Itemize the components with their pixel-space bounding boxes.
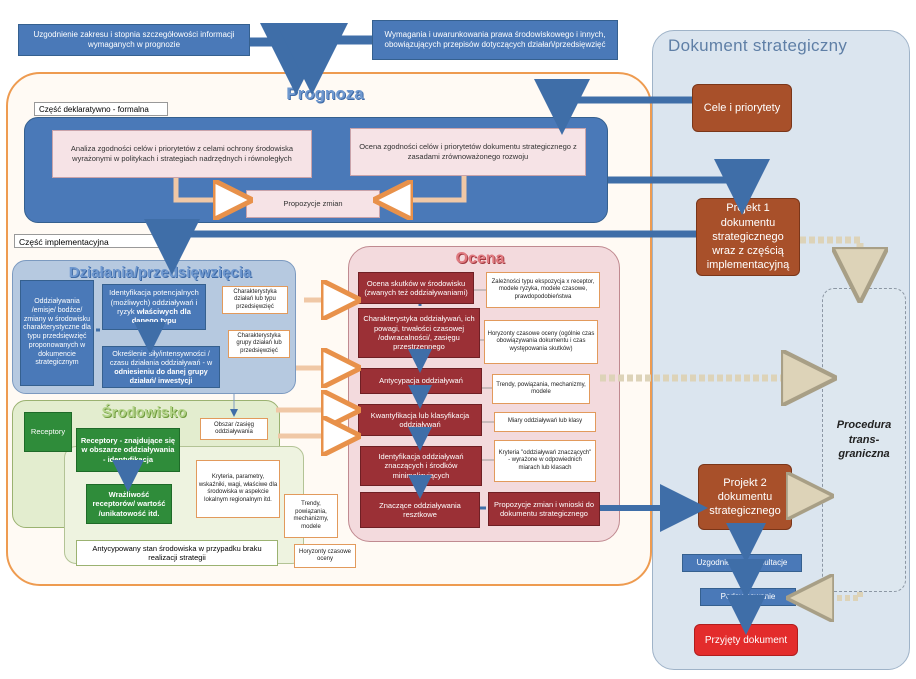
identyfikacja-bold: właściwych dla danego typu bbox=[131, 307, 191, 326]
dokument-strategiczny-title: Dokument strategiczny bbox=[668, 36, 848, 55]
note-horyzonty-2: Horyzonty czasowe oceny (ogólnie czas ob… bbox=[484, 320, 598, 364]
receptory-label-box: Receptory bbox=[24, 412, 72, 452]
note-trendy-2: Trendy, powiązania, mechanizmy, modele bbox=[492, 374, 590, 404]
note-charakterystyka-dzialan: Charakterystyka działań lub typu przedsi… bbox=[222, 286, 288, 314]
identyfikacja-potencjalnych-box: Identyfikacja potencjalnych (możliwych) … bbox=[102, 284, 206, 330]
propozycje-zmian-box: Propozycje zmian bbox=[246, 190, 380, 218]
antycypowany-stan-box: Antycypowany stan środowiska w przypadku… bbox=[76, 540, 278, 566]
receptory-box: Receptory - znajdujące się w obszarze od… bbox=[76, 428, 180, 472]
oddzialywania-emisje-box: Oddziaływania /emisje/ bodźce/ zmiany w … bbox=[20, 280, 94, 386]
procedura-transgraniczna-box: Procedura trans-graniczna bbox=[822, 288, 906, 592]
analiza-zgodnosci-box: Analiza zgodności celów i priorytetów z … bbox=[52, 130, 312, 178]
note-charakterystyka-grupy: Charakterystyka grupy działań lub przeds… bbox=[228, 330, 290, 358]
note-trendy-1: Trendy, powiązania, mechanizmy, modele bbox=[284, 494, 338, 538]
note-horyzonty-1: Horyzonty czasowe oceny bbox=[294, 544, 356, 568]
przyjety-dokument-box: Przyjęty dokument bbox=[694, 624, 798, 656]
uzgodnienie-zakresu-box: Uzgodnienie zakresu i stopnia szczegółow… bbox=[18, 24, 250, 56]
wymagania-prawa-box: Wymagania i uwarunkowania prawa środowis… bbox=[372, 20, 618, 60]
cele-priorytety-box: Cele i priorytety bbox=[692, 84, 792, 132]
receptory-normal: Receptory - znajdujące się w bbox=[80, 435, 176, 455]
note-miary: Miary oddziaływań lub klasy bbox=[494, 412, 596, 432]
note-kryteria-znaczacych: Kryteria "oddziaływań znaczących" - wyra… bbox=[494, 440, 596, 482]
receptory-bold: obszarze oddziaływania - identyfikacja bbox=[89, 445, 175, 464]
projekt-2-box: Projekt 2 dokumentu strategicznego bbox=[698, 464, 792, 530]
note-obszar: Obszar /zasięg oddziaływania bbox=[200, 418, 268, 440]
note-zaleznosci: Zależności typu ekspozycja x receptor, m… bbox=[486, 272, 600, 308]
note-kryteria-parametry: Kryteria, parametry, wskaźniki, wagi, wł… bbox=[196, 460, 280, 518]
wrazliwosc-box: Wrażliwość receptorów/ wartość /unikatow… bbox=[86, 484, 172, 524]
srodowisko-title: Środowisko bbox=[101, 404, 187, 421]
identyfikacja-normal: Identyfikacja potencjalnych (możliwych) … bbox=[109, 288, 199, 316]
ocena-zgodnosci-box: Ocena zgodności celów i priorytetów doku… bbox=[350, 128, 586, 176]
czesc-deklaratywna-label: Część deklaratywno - formalna bbox=[34, 102, 168, 116]
ocena-skutkow-box: Ocena skutków w środowisku (zwanych też … bbox=[358, 272, 474, 304]
ocena-title: Ocena bbox=[455, 250, 505, 267]
propozycje-wnioski-box: Propozycje zmian i wnioski do dokumentu … bbox=[488, 492, 600, 526]
okreslenie-bold: odniesieniu do danej grupy działań/ inwe… bbox=[114, 367, 208, 385]
